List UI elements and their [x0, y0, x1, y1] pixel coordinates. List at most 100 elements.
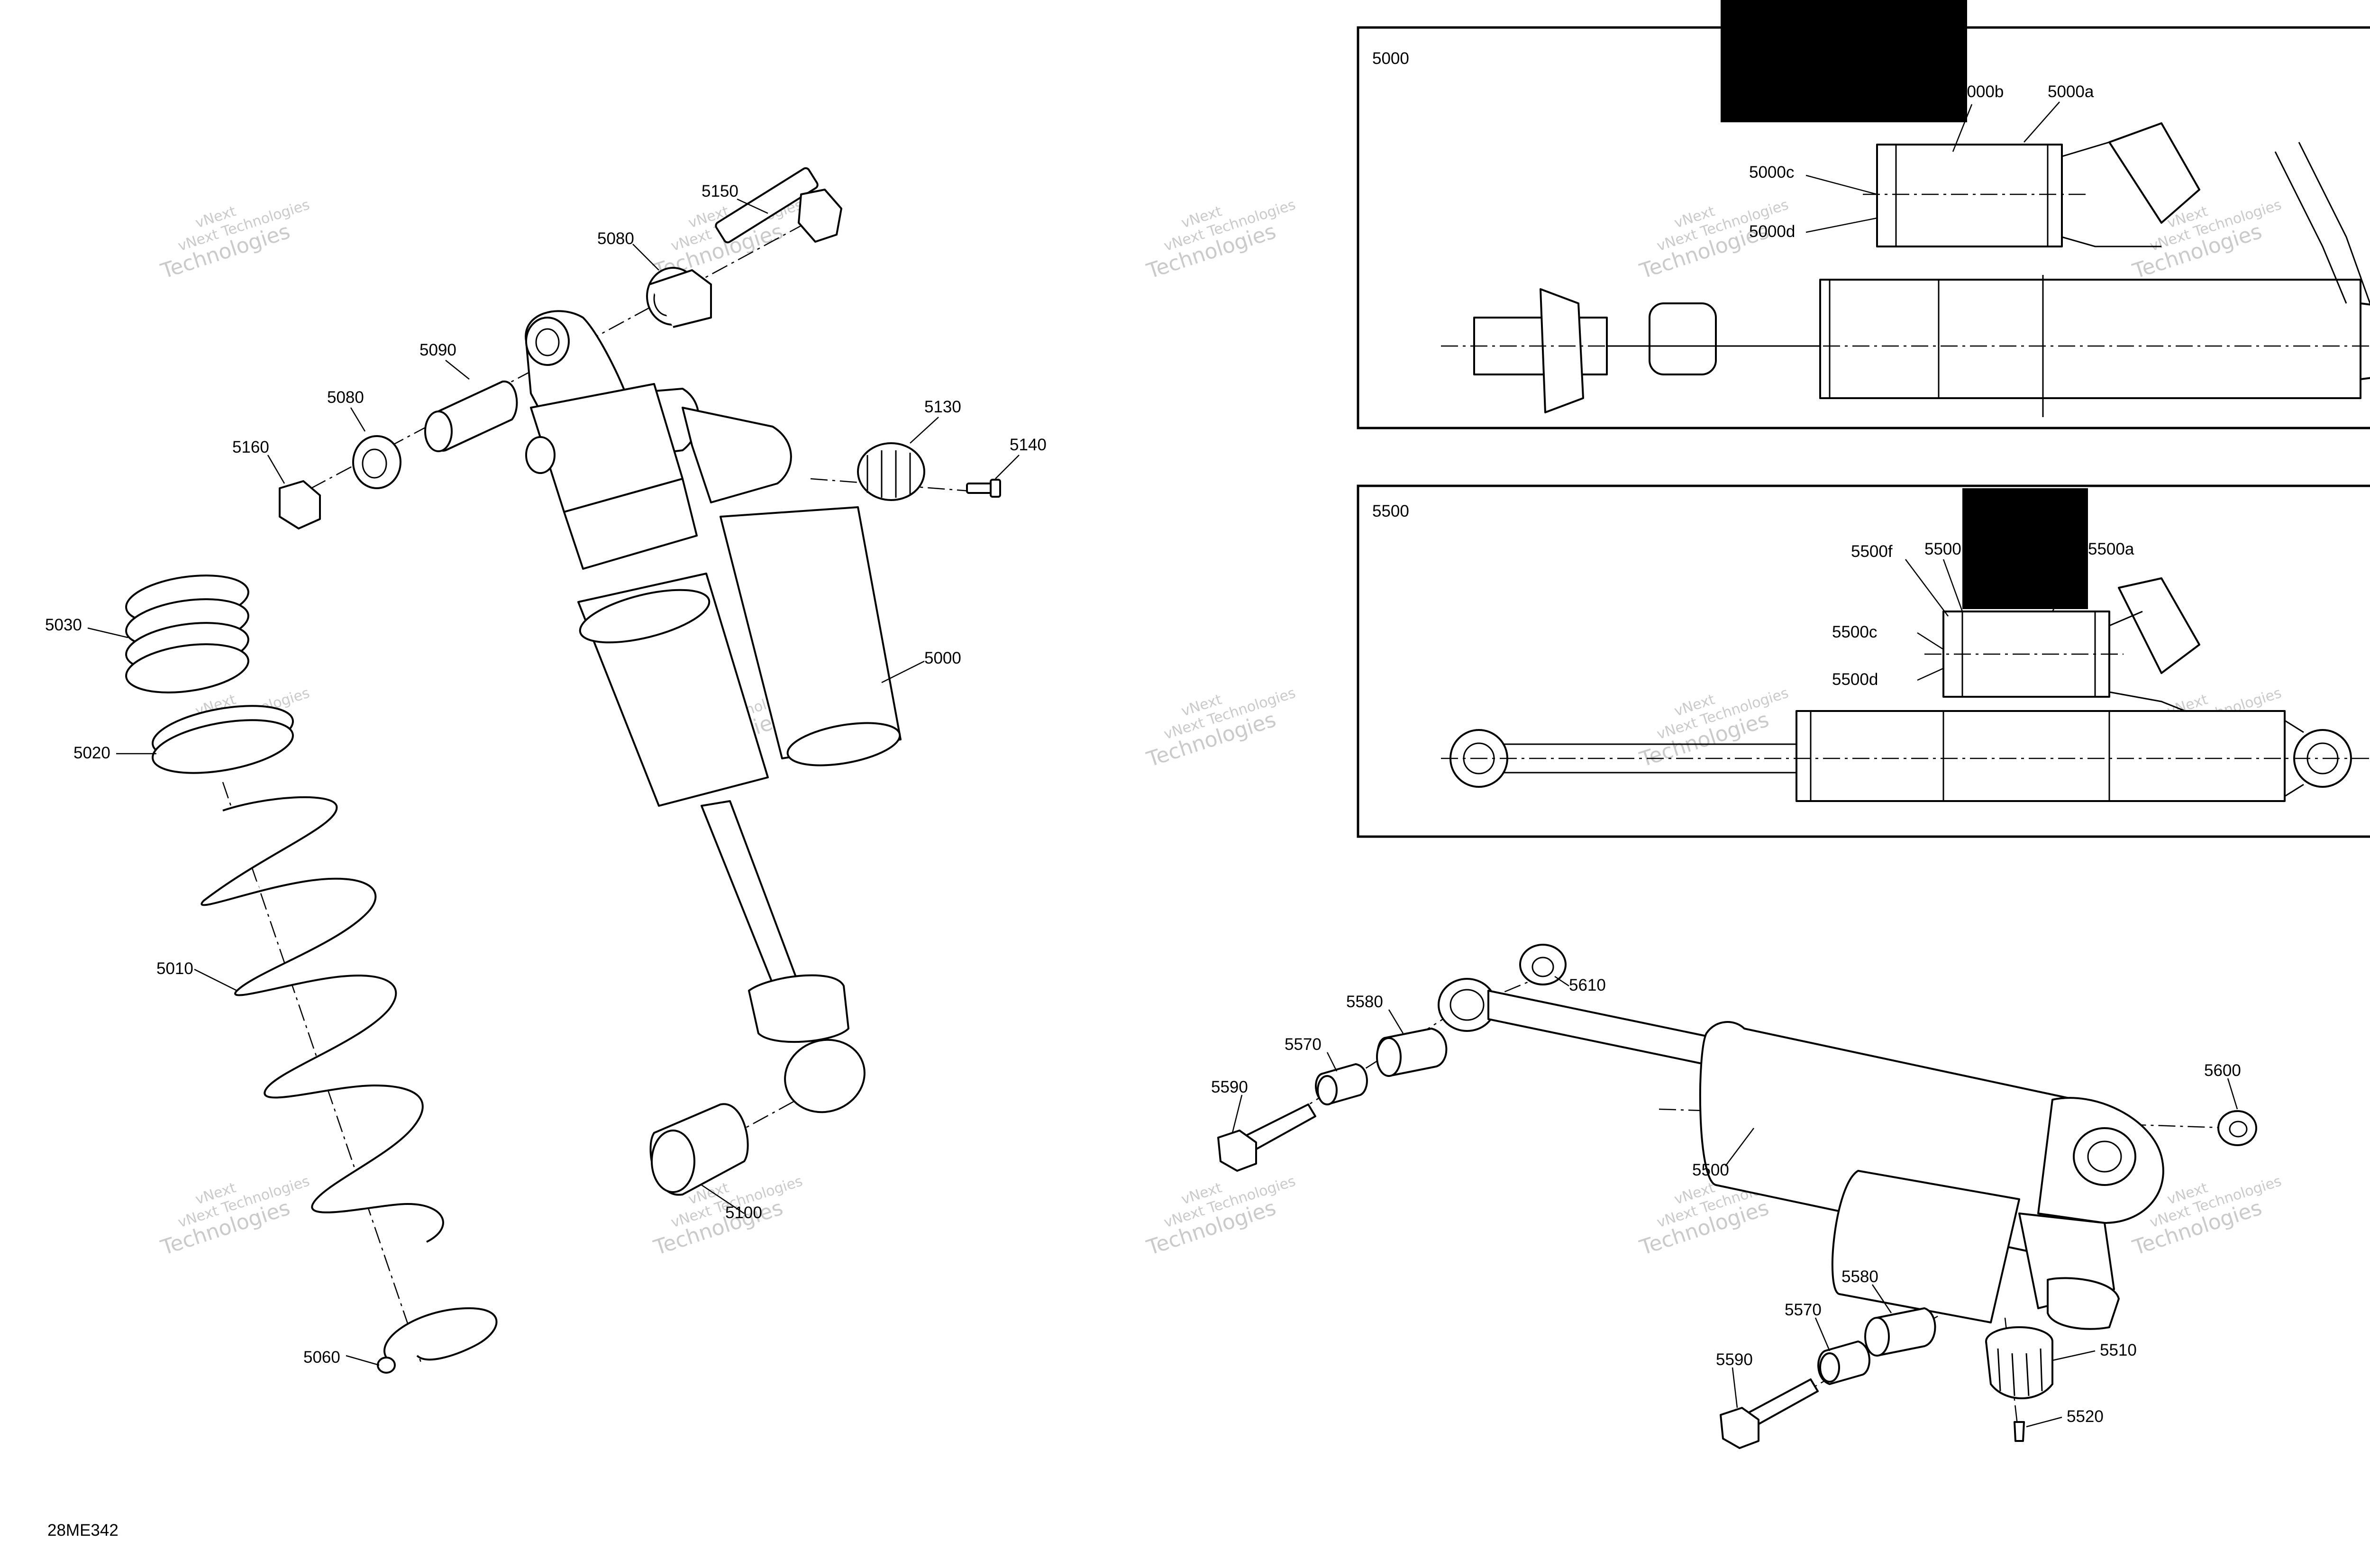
leader: [881, 660, 925, 684]
callout-5140: 5140: [1010, 436, 1047, 454]
bushing-5080-lower: [352, 435, 401, 489]
callout-5030: 5030: [45, 616, 82, 634]
spring-collar-5030: [125, 574, 249, 693]
leader: [2227, 1078, 2238, 1110]
callout-5060: 5060: [303, 1348, 340, 1367]
sleeve-5580-upper: [1376, 1028, 1448, 1077]
leader: [1905, 559, 1949, 617]
leader: [632, 244, 659, 271]
callout-5520: 5520: [2067, 1407, 2104, 1426]
leader: [1917, 667, 1944, 681]
bolt-5590-upper: [1217, 1103, 1316, 1172]
sleeve-5090: [424, 380, 518, 452]
leader: [701, 1184, 745, 1214]
leader: [350, 407, 366, 432]
bolt-5590-lower: [1720, 1378, 1819, 1449]
shock-body-5500: [1438, 978, 2164, 1330]
callout-5570-upper: 5570: [1285, 1035, 1322, 1054]
leader: [910, 417, 939, 444]
leader: [1554, 975, 1569, 987]
callout-5080-top: 5080: [597, 229, 634, 248]
lower-right-callouts: 5610 5580 5570 5590 5600 5500 5580 5570 …: [1211, 976, 2241, 1426]
leader: [1871, 1284, 1892, 1313]
centerline: [701, 1094, 806, 1153]
callout-5020: 5020: [73, 744, 110, 762]
spring-5010: [201, 796, 444, 1243]
callout-5010: 5010: [156, 959, 193, 978]
callout-5000a: 5000a: [2048, 82, 2094, 101]
callout-5130: 5130: [924, 398, 961, 416]
leader: [194, 968, 237, 992]
shock-body-5000: [525, 310, 902, 1113]
callout-5600: 5600: [2204, 1061, 2241, 1080]
callout-5500f: 5500f: [1851, 542, 1893, 561]
nut-5600: [2217, 1110, 2257, 1146]
shock-5500-exploded: [1217, 944, 2257, 1449]
callout-5500a: 5500a: [2088, 540, 2134, 558]
nut-5160: [279, 480, 321, 529]
callout-5000: 5000: [924, 649, 961, 667]
callout-5580-lower: 5580: [1841, 1267, 1878, 1286]
leader: [445, 360, 470, 380]
bushing-5100: [649, 1103, 749, 1196]
callout-5000b: 5000b: [1958, 82, 2004, 101]
callout-5610: 5610: [1569, 976, 1606, 994]
nut-5610: [1519, 944, 1567, 985]
callout-5500c: 5500c: [1832, 623, 1877, 641]
leader: [2051, 559, 2082, 612]
knob-5510: [1985, 1326, 2053, 1399]
callout-5000c: 5000c: [1749, 163, 1794, 182]
leader: [1805, 174, 1878, 195]
bolt-5150: [715, 167, 842, 244]
callout-5580-upper: 5580: [1346, 993, 1383, 1011]
leader: [1814, 1317, 1831, 1351]
inset-5500-title: 5500: [1372, 502, 1409, 520]
leader: [1732, 1367, 1738, 1408]
callout-5080-lower: 5080: [327, 388, 364, 407]
leader: [2052, 1350, 2096, 1361]
leader: [1952, 104, 1973, 152]
callout-5500e: 5500: [1924, 540, 1961, 558]
redaction-block: [1721, 0, 1967, 122]
leader: [1388, 1009, 1404, 1034]
leader: [1942, 559, 1963, 612]
knob-5130: [857, 442, 925, 501]
leader: [1805, 217, 1878, 233]
callout-5090: 5090: [419, 341, 456, 359]
inset-5500: 5500 5500f 5500 5500a 5500c 5500d: [1357, 484, 2370, 838]
screw-5140: [966, 479, 1001, 498]
screw-5520: [2014, 1421, 2025, 1442]
shock-5000-exploded: [87, 167, 1020, 1374]
leader: [1231, 1094, 1243, 1133]
leader: [995, 455, 1020, 479]
callout-5570-lower: 5570: [1785, 1301, 1822, 1319]
callout-5000d: 5000d: [1749, 222, 1795, 241]
leader: [1326, 1052, 1338, 1072]
leader: [2026, 1416, 2062, 1428]
sleeve-5580-lower: [1864, 1307, 1936, 1357]
sleeve-5570-lower: [1817, 1340, 1870, 1385]
clip-5060: [377, 1307, 498, 1374]
diagram-code: 28ME342: [47, 1521, 118, 1540]
inset-5500-frame: [1357, 484, 2370, 838]
leader: [1725, 1128, 1754, 1167]
callout-5500d: 5500d: [1832, 670, 1878, 689]
leader: [2024, 101, 2060, 143]
leader: [1917, 632, 1944, 650]
callout-5100: 5100: [725, 1203, 762, 1222]
leader: [737, 198, 768, 214]
callout-5500: 5500: [1692, 1161, 1729, 1179]
redaction-block: [1962, 488, 2088, 609]
leader: [267, 455, 285, 484]
callout-5510: 5510: [2100, 1341, 2137, 1359]
left-callouts: 5150 5080 5090 5080 5160 5130 5140 5000 …: [45, 182, 1047, 1367]
callout-5590-upper: 5590: [1211, 1078, 1248, 1096]
leader: [87, 627, 128, 638]
callout-5160: 5160: [232, 438, 269, 456]
callout-5590-lower: 5590: [1716, 1350, 1753, 1369]
inset-5000: 5000 5000b 5000a 5000c 5000d: [1357, 0, 2370, 429]
bushing-5080-top: [646, 267, 712, 328]
sleeve-5570-upper: [1315, 1063, 1368, 1105]
callout-5150: 5150: [702, 182, 738, 201]
